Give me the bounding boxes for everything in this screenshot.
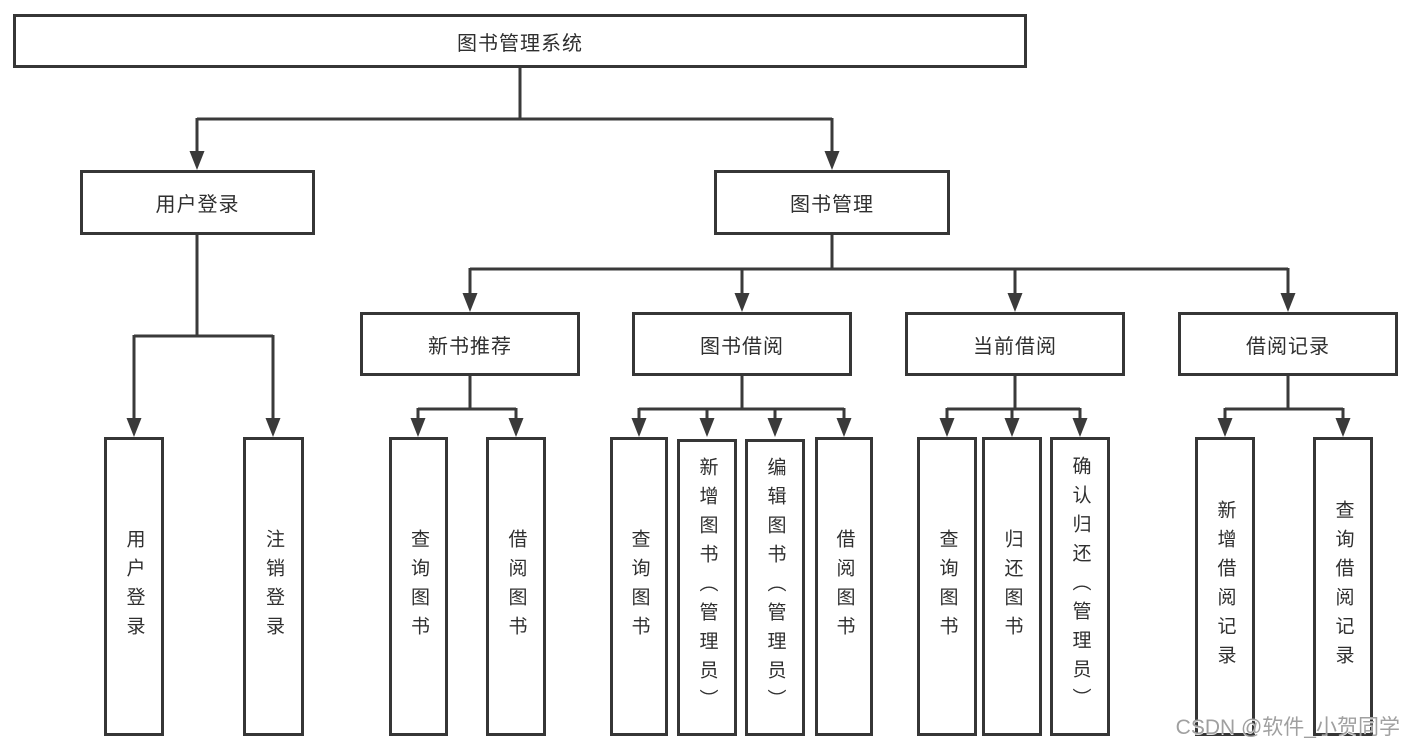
leaf-user-login-label: 用户登录 bbox=[123, 528, 145, 645]
leaf-add-book-admin: 新增图书（管理员） bbox=[677, 439, 737, 736]
arrow-icon bbox=[1217, 418, 1233, 437]
arrow-icon bbox=[462, 293, 478, 312]
leaf-query-books-recommend-label: 查询图书 bbox=[408, 528, 429, 645]
leaf-query-borrow-record: 查询借阅记录 bbox=[1313, 437, 1373, 736]
arrow-icon bbox=[767, 418, 783, 437]
node-root-label: 图书管理系统 bbox=[457, 32, 583, 55]
leaf-add-book-admin-label: 新增图书（管理员） bbox=[696, 457, 718, 718]
leaf-borrow-books-borrowing-label: 借阅图书 bbox=[833, 528, 855, 645]
node-book-borrowing: 图书借阅 bbox=[632, 312, 852, 376]
arrow-icon bbox=[265, 418, 281, 437]
node-current-borrowing: 当前借阅 bbox=[905, 312, 1125, 376]
leaf-edit-book-admin-label: 编辑图书（管理员） bbox=[764, 457, 786, 718]
node-borrow-records-label: 借阅记录 bbox=[1246, 335, 1330, 358]
arrow-icon bbox=[1335, 418, 1351, 437]
node-user-login-label: 用户登录 bbox=[155, 194, 240, 216]
node-book-borrowing-label: 图书借阅 bbox=[700, 335, 784, 358]
arrow-icon bbox=[508, 418, 524, 437]
arrow-icon bbox=[1004, 418, 1020, 437]
node-new-book-recommend: 新书推荐 bbox=[360, 312, 580, 376]
leaf-add-borrow-record: 新增借阅记录 bbox=[1195, 437, 1255, 736]
leaf-query-books-current: 查询图书 bbox=[917, 437, 977, 736]
leaf-query-books-recommend: 查询图书 bbox=[389, 437, 448, 736]
node-user-login: 用户登录 bbox=[80, 170, 315, 235]
leaf-user-login: 用户登录 bbox=[104, 437, 164, 736]
leaf-logout-label: 注销登录 bbox=[263, 528, 284, 645]
arrow-icon bbox=[1280, 293, 1296, 312]
arrow-icon bbox=[189, 151, 205, 170]
arrow-icon bbox=[126, 418, 142, 437]
leaf-query-books-borrowing: 查询图书 bbox=[610, 437, 668, 736]
leaf-add-borrow-record-label: 新增借阅记录 bbox=[1214, 499, 1236, 674]
arrow-icon bbox=[699, 418, 715, 437]
arrow-icon bbox=[824, 151, 840, 170]
leaf-query-books-current-label: 查询图书 bbox=[936, 528, 958, 645]
leaf-edit-book-admin: 编辑图书（管理员） bbox=[745, 439, 805, 736]
node-borrow-records: 借阅记录 bbox=[1178, 312, 1398, 376]
node-new-book-recommend-label: 新书推荐 bbox=[428, 335, 512, 358]
leaf-borrow-books-borrowing: 借阅图书 bbox=[815, 437, 873, 736]
node-root-system: 图书管理系统 bbox=[13, 14, 1027, 68]
leaf-borrow-books-recommend-label: 借阅图书 bbox=[505, 528, 527, 645]
leaf-query-borrow-record-label: 查询借阅记录 bbox=[1332, 499, 1354, 674]
leaf-confirm-return-admin-label: 确认归还（管理员） bbox=[1069, 456, 1091, 717]
arrow-icon bbox=[631, 418, 647, 437]
leaf-borrow-books-recommend: 借阅图书 bbox=[486, 437, 546, 736]
arrow-icon bbox=[1072, 418, 1088, 437]
leaf-confirm-return-admin: 确认归还（管理员） bbox=[1050, 437, 1110, 736]
leaf-query-books-borrowing-label: 查询图书 bbox=[628, 528, 650, 645]
leaf-return-book: 归还图书 bbox=[982, 437, 1042, 736]
csdn-watermark: CSDN @软件_小贺同学 bbox=[1175, 716, 1400, 739]
arrow-icon bbox=[1007, 293, 1023, 312]
arrow-icon bbox=[410, 418, 426, 437]
node-current-borrowing-label: 当前借阅 bbox=[973, 335, 1057, 358]
node-book-management: 图书管理 bbox=[714, 170, 950, 235]
arrow-icon bbox=[836, 418, 852, 437]
leaf-return-book-label: 归还图书 bbox=[1001, 528, 1023, 645]
arrow-icon bbox=[734, 293, 750, 312]
node-book-management-label: 图书管理 bbox=[790, 194, 874, 216]
arrow-icon bbox=[939, 418, 955, 437]
arrowheads bbox=[126, 151, 1351, 437]
leaf-logout: 注销登录 bbox=[243, 437, 304, 736]
